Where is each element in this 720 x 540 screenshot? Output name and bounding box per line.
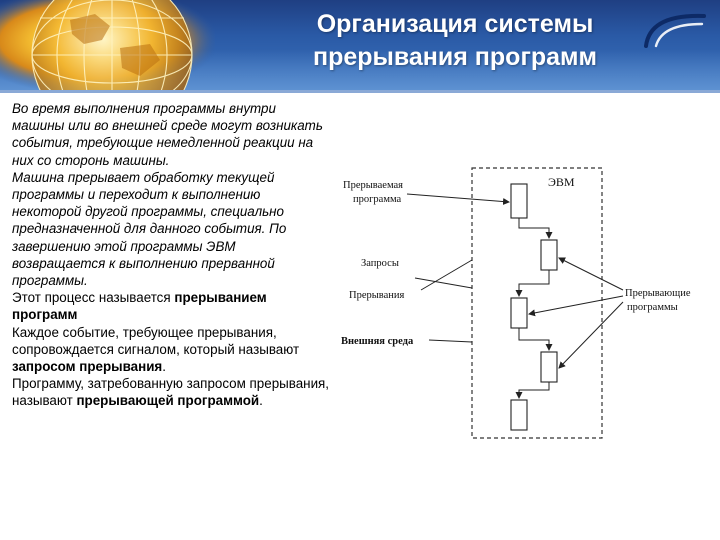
label-computer: ЭВМ: [548, 175, 575, 189]
program-box-3: [510, 297, 528, 329]
header-divider: [0, 90, 720, 93]
label-interrupting-1: Прерывающие: [625, 288, 691, 299]
label-requests: Запросы: [361, 258, 399, 269]
body-text: Во время выполнения программы внутри маш…: [12, 100, 330, 410]
interrupt-diagram: ЭВМ Прерываемая программа Запросы Прерыв…: [341, 167, 691, 439]
title-line-2: прерывания программ: [312, 43, 598, 71]
paragraph-process: Этот процесс называется прерыванием прог…: [12, 290, 267, 323]
label-interrupted-1: Прерываемая: [343, 180, 403, 191]
globe-image: [0, 0, 215, 90]
arc-logo-icon: [644, 13, 706, 48]
program-box-2: [540, 239, 558, 271]
term-interrupting-program: прерывающей программой: [76, 393, 260, 409]
label-interrupts: Прерывания: [349, 290, 405, 301]
term-request: запросом прерывания: [12, 359, 163, 375]
term-interrupt: прерыванием программ: [12, 290, 267, 323]
slide-title: Организация системы прерывания программ: [285, 8, 625, 74]
slide-header: Организация системы прерывания программ: [0, 0, 720, 90]
label-interrupting-2: программы: [627, 302, 678, 313]
paragraph-program: Программу, затребованную запросом прерыв…: [12, 376, 330, 409]
title-line-1: Организация системы: [316, 10, 594, 38]
program-box-5: [510, 399, 528, 431]
computer-frame: [471, 167, 603, 439]
paragraph-request: Каждое событие, требующее прерывания, со…: [12, 324, 300, 375]
label-interrupted-2: программа: [353, 194, 402, 205]
program-box-4: [540, 351, 558, 383]
label-external: Внешняя среда: [341, 336, 414, 347]
program-box-1: [510, 183, 528, 219]
paragraph-machine: Машина прерывает обработку текущей прогр…: [12, 169, 287, 289]
paragraph-events: Во время выполнения программы внутри маш…: [12, 101, 323, 168]
